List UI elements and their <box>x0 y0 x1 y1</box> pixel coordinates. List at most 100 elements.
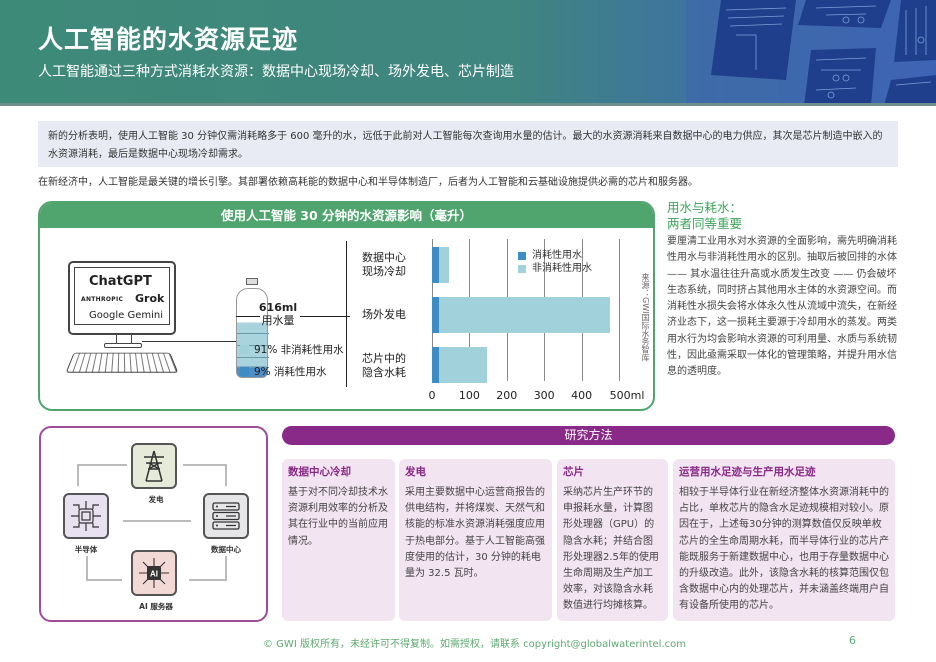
monitor-stand <box>116 335 132 343</box>
sidebar-heading-line2: 两者同等重要 <box>667 216 743 231</box>
datacenter-server-icon <box>203 493 249 539</box>
total-usage-value: 616ml <box>258 301 298 314</box>
card-body: 相较于半导体行业在新经济整体水资源消耗中的占比，单枚芯片的隐含水足迹规模相对较小… <box>679 487 889 612</box>
label-semiconductor: 半导体 <box>74 545 98 554</box>
chart-source: 来源：GWI国际水务智库 <box>641 273 650 362</box>
monitor-stand-base <box>104 343 142 348</box>
chatgpt-logo: ChatGPT <box>89 274 152 289</box>
bar-1 <box>432 297 611 333</box>
bar-label-power: 场外发电 <box>362 308 406 322</box>
water-bottle-icon <box>236 278 269 378</box>
bracket-line <box>346 241 347 387</box>
card-body: 基于对不同冷却技术水资源利用效率的分析及其在行业中的当前应用情况。 <box>288 487 388 547</box>
arrow-power-to-semiconductor-down <box>77 464 79 486</box>
bar-segment-nonconsumptive <box>439 297 611 333</box>
infographic-title: 使用人工智能 30 分钟的水资源影响（毫升） <box>40 203 653 228</box>
page-title: 人工智能的水资源足迹 <box>38 25 299 54</box>
legend-item-consumptive: 消耗性用水 <box>518 249 592 262</box>
grok-logo: Grok <box>135 292 165 305</box>
supply-chain-cycle-diagram: 发电 半导体 数据中心 AI AI 服务器 <box>39 426 268 622</box>
chart-legend: 消耗性用水 非消耗性用水 <box>518 249 592 275</box>
keyboard-icon <box>65 352 179 373</box>
arrow-power-to-datacenter <box>183 464 227 466</box>
card-title: 芯片 <box>563 466 584 478</box>
bar-label-cooling: 数据中心 现场冷却 <box>362 251 406 279</box>
anthropic-logo: ANTHROPIC <box>81 296 124 303</box>
card-title: 数据中心冷却 <box>288 466 351 478</box>
sidebar-heading: 用水与耗水： 两者同等重要 <box>667 200 897 232</box>
arrow-semiconductor-to-ai-right <box>86 579 122 581</box>
bar-label-chips: 芯片中的 隐含水耗 <box>362 352 406 380</box>
bar-segment-consumptive <box>432 247 439 283</box>
method-card-chips: 芯片 采纳芯片生产环节的申报耗水量，计算图形处理器（GPU）的隐含水耗；并结合图… <box>557 459 668 621</box>
total-usage-label: 616ml 用水量 <box>258 301 298 327</box>
nonconsumptive-swatch <box>240 345 249 354</box>
water-impact-infographic: 使用人工智能 30 分钟的水资源影响（毫升） ChatGPT ANTHROPIC… <box>38 201 655 411</box>
label-ai-server: AI 服务器 <box>139 602 173 611</box>
bar-segment-nonconsumptive <box>438 247 449 283</box>
gridline <box>619 239 620 381</box>
bar-label-line: 隐含水耗 <box>362 366 406 379</box>
sidebar-heading-line1: 用水与耗水： <box>667 200 743 215</box>
method-card-cooling: 数据中心冷却 基于对不同冷却技术水资源利用效率的分析及其在行业中的当前应用情况。 <box>282 459 395 621</box>
methodology-title: 研究方法 <box>282 426 895 445</box>
consumptive-swatch <box>240 367 249 376</box>
ai-server-icon: AI <box>131 550 177 596</box>
x-tick-label: 200 <box>496 389 518 402</box>
computer-monitor-icon: ChatGPT ANTHROPIC Grok Google Gemini <box>68 261 176 335</box>
bar-2 <box>432 347 487 383</box>
bottle-cap <box>246 278 258 285</box>
x-tick-label: 300 <box>533 389 555 402</box>
header-divider <box>0 103 936 106</box>
bar-label-line: 数据中心 <box>362 251 406 264</box>
bar-segment-consumptive <box>432 297 440 333</box>
bar-segment-consumptive <box>432 347 439 383</box>
card-body: 采纳芯片生产环节的申报耗水量，计算图形处理器（GPU）的隐含水耗；并结合图形处理… <box>563 487 659 612</box>
intro-highlight: 新的分析表明，使用人工智能 30 分钟仅需消耗略多于 600 毫升的水，远低于此… <box>38 121 898 167</box>
page-subtitle: 人工智能通过三种方式消耗水资源：数据中心现场冷却、场外发电、芯片制造 <box>38 64 514 80</box>
footer-copyright: © GWI 版权所有，未经许可不得复制。如需授权，请联系 copyright@g… <box>263 639 686 650</box>
gemini-logo: Google Gemini <box>89 310 163 321</box>
sidebar-body: 要厘清工业用水对水资源的全面影响，需先明确消耗性用水与非消耗性用水的区别。抽取后… <box>667 236 897 378</box>
svg-text:AI: AI <box>150 570 158 579</box>
arrow-semiconductor-to-datacenter <box>123 520 191 522</box>
bar-label-line: 场外发电 <box>362 308 406 321</box>
method-card-power: 发电 采用主要数据中心运营商报告的供电结构，并将煤炭、天然气和核能的标准水资源消… <box>399 459 552 621</box>
sidebar-note: 用水与耗水： 两者同等重要 要厘清工业用水对水资源的全面影响，需先明确消耗性用水… <box>667 200 897 381</box>
legend-consumptive: 9% 消耗性用水 <box>240 364 327 379</box>
legend-nonconsumptive-label: 91% 非消耗性用水 <box>254 344 344 356</box>
connector-line <box>142 341 242 342</box>
card-title: 发电 <box>405 466 426 478</box>
legend-nonconsumptive: 91% 非消耗性用水 <box>240 342 344 357</box>
circuit-board-image <box>686 0 936 106</box>
total-usage-caption: 用水量 <box>261 314 295 327</box>
arrow-power-to-semiconductor <box>77 464 127 466</box>
legend-label: 消耗性用水 <box>532 250 582 261</box>
x-tick-label: 400 <box>571 389 593 402</box>
card-body: 采用主要数据中心运营商报告的供电结构，并将煤炭、天然气和核能的标准水资源消耗强度… <box>405 487 545 580</box>
bottle-body <box>236 288 269 378</box>
bar-label-line: 现场冷却 <box>362 265 406 278</box>
page-number: 6 <box>849 634 856 647</box>
x-tick-label: 0 <box>428 389 436 402</box>
arrow-datacenter-to-ai <box>225 556 227 580</box>
bar-chart-plot: 0 100 200 300 400 500ml <box>429 239 644 402</box>
x-tick-label: 500ml <box>609 389 645 402</box>
page-header: 人工智能的水资源足迹 人工智能通过三种方式消耗水资源：数据中心现场冷却、场外发电… <box>0 0 936 106</box>
bar-label-line: 芯片中的 <box>362 352 406 365</box>
monitor-screen: ChatGPT ANTHROPIC Grok Google Gemini <box>74 267 170 325</box>
arrow-power-to-datacenter-down <box>225 464 227 486</box>
semiconductor-icon <box>63 493 109 539</box>
power-tower-icon <box>131 443 177 489</box>
card-title: 运营用水足迹与生产用水足迹 <box>679 466 816 478</box>
x-tick-label: 100 <box>458 389 480 402</box>
legend-label: 非消耗性用水 <box>532 263 592 274</box>
label-power: 发电 <box>148 495 164 504</box>
total-line-right <box>300 316 350 317</box>
arrow-datacenter-to-ai-left <box>189 579 227 581</box>
legend-item-nonconsumptive: 非消耗性用水 <box>518 262 592 275</box>
label-datacenter: 数据中心 <box>211 545 241 554</box>
intro-body: 在新经济中，人工智能是最关键的增长引擎。其部署依赖高耗能的数据中心和半导体制造厂… <box>38 177 698 188</box>
total-line-left <box>236 316 260 317</box>
bar-segment-nonconsumptive <box>438 347 487 383</box>
